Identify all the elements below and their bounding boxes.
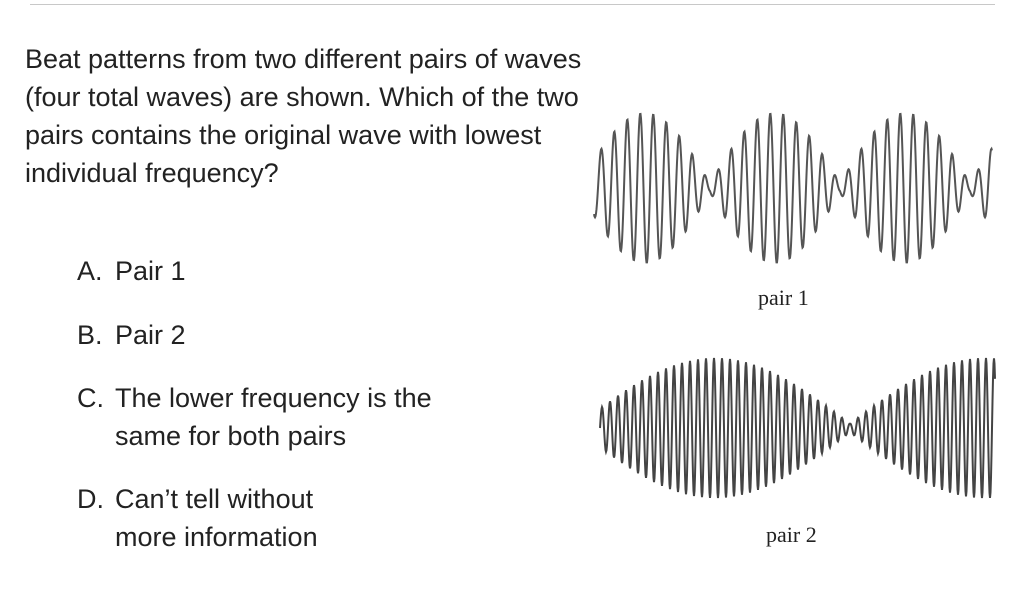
option-text: The lower frequency is the same for both… bbox=[115, 383, 432, 451]
option-d[interactable]: D. Can’t tell without more information bbox=[77, 480, 457, 556]
pair2-caption: pair 2 bbox=[766, 522, 817, 547]
option-text: Pair 1 bbox=[115, 256, 186, 286]
question-text: Beat patterns from two different pairs o… bbox=[25, 44, 582, 188]
option-letter: D. bbox=[77, 484, 104, 514]
option-letter: C. bbox=[77, 383, 104, 413]
pair1-caption: pair 1 bbox=[758, 285, 809, 310]
option-b[interactable]: B. Pair 2 bbox=[77, 316, 186, 354]
pair1-beat-wave bbox=[593, 112, 993, 264]
option-c[interactable]: C. The lower frequency is the same for bo… bbox=[77, 379, 457, 455]
pair2-beat-wave bbox=[599, 357, 996, 499]
top-divider bbox=[30, 4, 995, 5]
option-letter: B. bbox=[77, 320, 103, 350]
option-text: Can’t tell without more information bbox=[115, 484, 318, 552]
option-letter: A. bbox=[77, 256, 103, 286]
option-text: Pair 2 bbox=[115, 320, 186, 350]
option-a[interactable]: A. Pair 1 bbox=[77, 252, 186, 290]
